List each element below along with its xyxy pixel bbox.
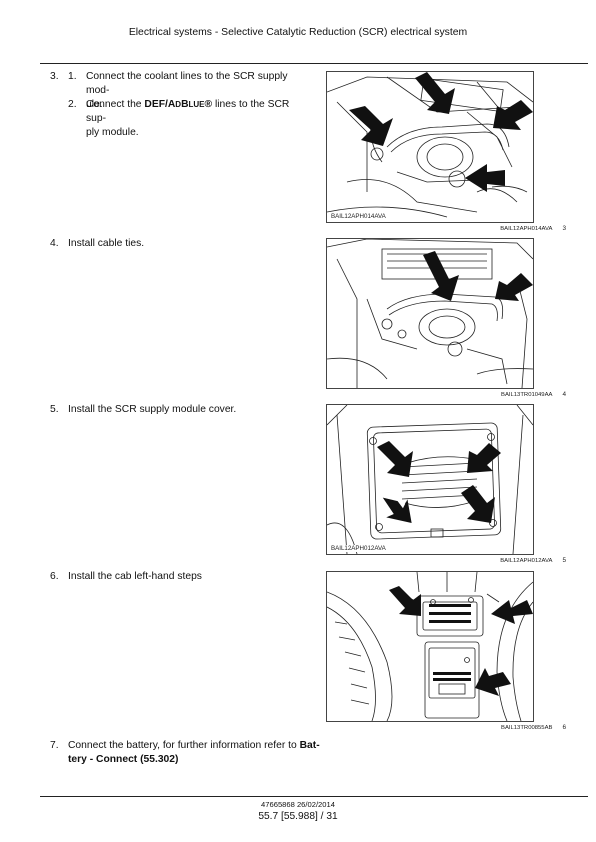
figure-4-illustration [326,238,534,389]
figure-6-illustration [326,571,534,722]
substep-line: ule. [86,99,103,110]
figure-reference: BAIL12APH014AVA [500,226,553,232]
figure-reference: BAIL13TR00855AB [501,725,553,731]
footer-page-number: 55.7 [55.988] / 31 [258,811,338,822]
figure-number: 4 [562,391,566,398]
substep-number: 1. [68,71,77,82]
footer-document-code: 47665868 26/02/2014 [261,800,335,809]
step-number: 5. [50,404,59,415]
figure-5-caption: BAIL12APH012AVA 5 [326,557,566,564]
figure-3-caption: BAIL12APH014AVA 3 [326,225,566,232]
step-number: 7. [50,740,59,751]
header-rule [40,63,588,64]
figure-number: 6 [562,724,566,731]
figure-6-caption: BAIL13TR00855AB 6 [326,724,566,731]
figure-3-illustration: BAIL12APH014AVA [326,71,534,223]
figure-inner-label: BAIL12APH014AVA [330,213,387,220]
figure-number: 3 [562,225,566,232]
step-text: Connect the battery, for further informa… [68,740,300,751]
substep-number: 2. [68,99,77,110]
step-text: Install cable ties. [68,238,145,249]
cab-left-hand-steps-drawing [327,572,533,721]
figure-number: 5 [562,557,566,564]
figure-inner-label: BAIL12APH012AVA [330,545,387,552]
scr-supply-module-lines-drawing [327,72,533,218]
substep-text: Connect the [86,99,145,110]
supply-module-cover-drawing [327,405,533,554]
figure-5-illustration: BAIL12APH012AVA [326,404,534,555]
figure-reference: BAIL13TR01049AA [501,392,553,398]
substep-line: ply module. [86,127,139,138]
step-text: Install the cab left-hand steps [68,571,202,582]
step-number: 6. [50,571,59,582]
substep-text: lines to the SCR sup- [86,99,290,124]
page-header: Electrical systems - Selective Catalytic… [128,27,468,38]
step-text: Install the SCR supply module cover. [68,404,237,415]
def-adblue-label: DEF/ADBLUE® [144,99,213,110]
step-number: 3. [50,71,59,82]
step-number: 4. [50,238,59,249]
footer-rule [40,796,588,797]
substep-line: Connect the coolant lines to the SCR sup… [86,71,288,96]
battery-connect-reference-link[interactable]: Bat-tery - Connect (55.302) [68,740,320,765]
cable-ties-drawing [327,239,533,388]
figure-4-caption: BAIL13TR01049AA 4 [326,391,566,398]
figure-reference: BAIL12APH012AVA [500,558,553,564]
